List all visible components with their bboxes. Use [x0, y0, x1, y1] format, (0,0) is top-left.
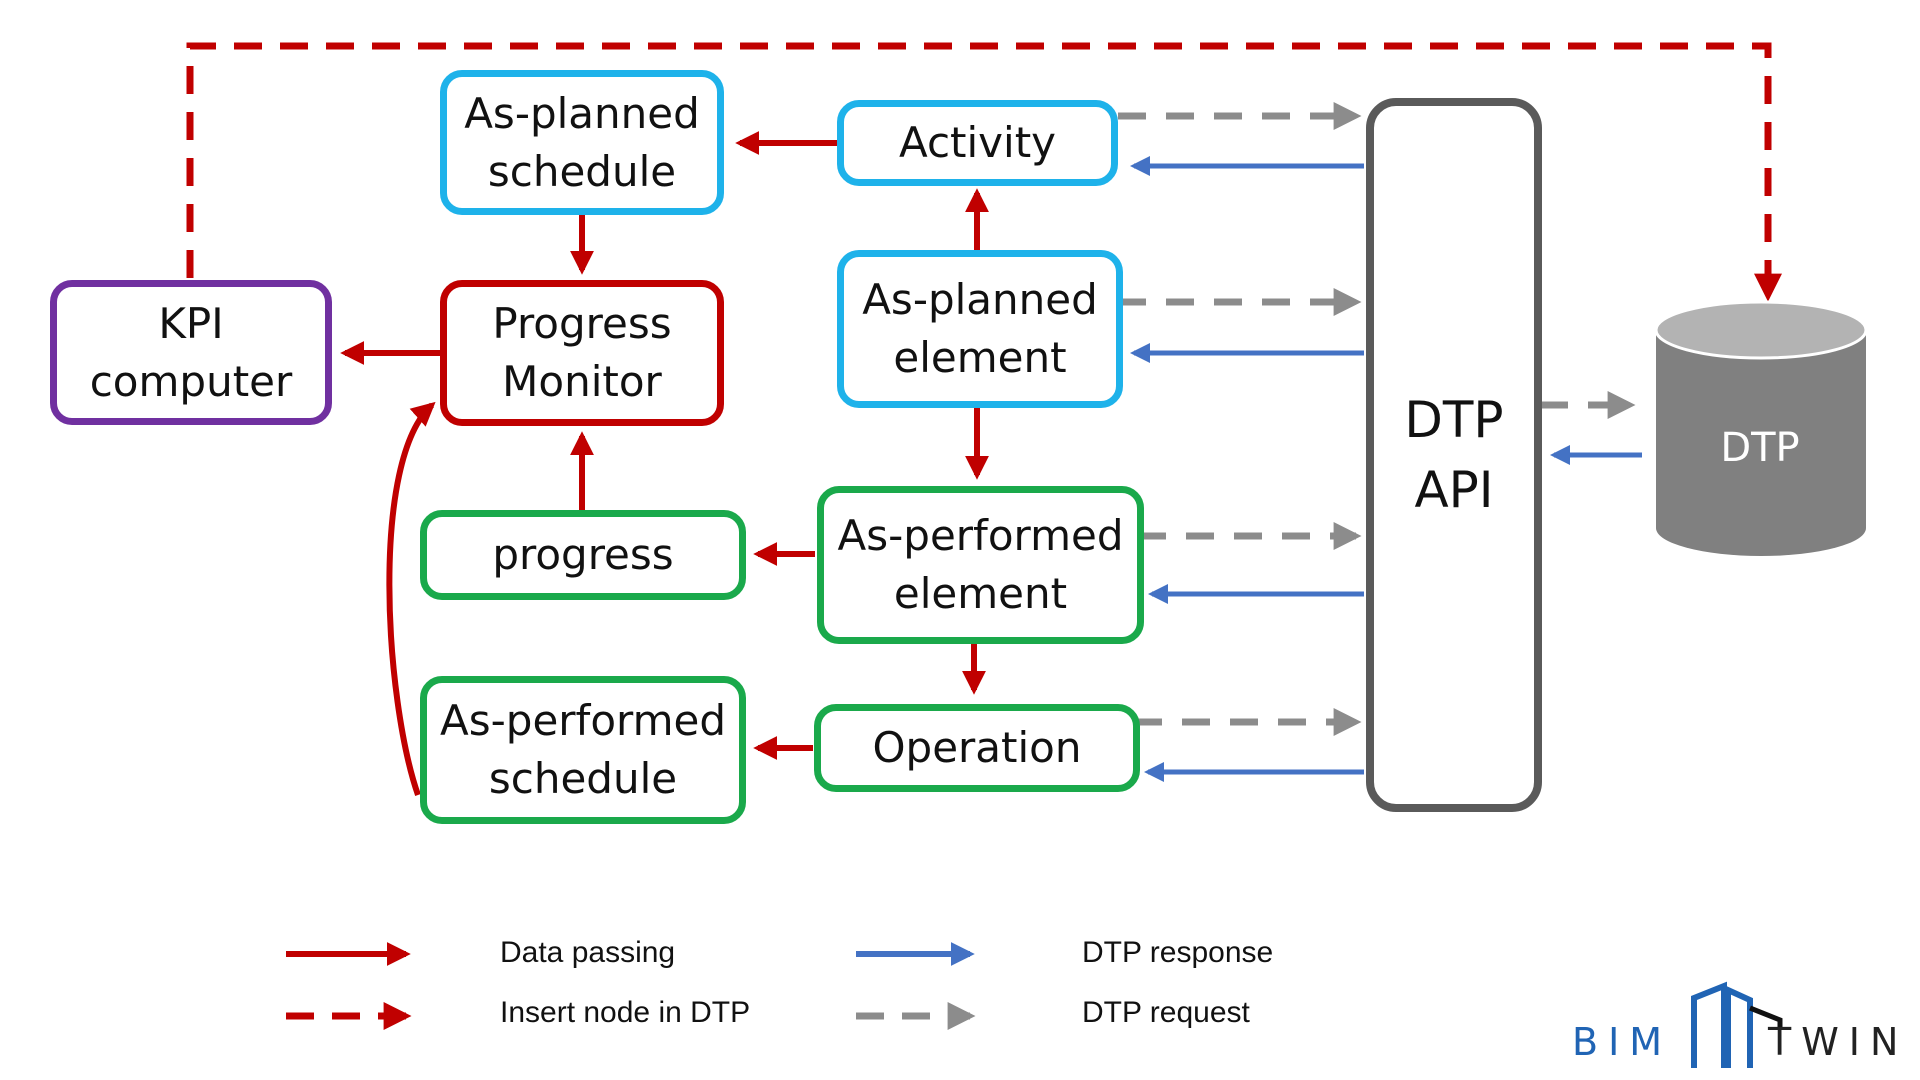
- node-label-line: KPI: [158, 298, 224, 348]
- node-label: Operation: [872, 719, 1081, 777]
- node-label-line: Monitor: [502, 357, 662, 406]
- building-icon: [1691, 981, 1783, 1068]
- node-label: KPI computer: [90, 295, 293, 411]
- logo-text-left: BIM: [1572, 1020, 1673, 1064]
- node-label: As-performed element: [838, 507, 1124, 623]
- edge-performed-schedule-to-monitor: [386, 401, 436, 796]
- legend-insert-node-label: Insert node in DTP: [500, 996, 751, 1029]
- node-label-line: Activity: [898, 118, 1057, 167]
- node-label-line: As-planned: [464, 88, 700, 138]
- node-label-line: schedule: [488, 754, 678, 803]
- node-label-line: As-planned: [862, 275, 1098, 324]
- legend-data-passing-label: Data passing: [500, 936, 676, 969]
- node-label-line: computer: [89, 356, 293, 406]
- node-label-line: progress: [492, 530, 674, 579]
- node-label-line: DTP: [1404, 391, 1504, 449]
- node-kpi-computer: KPI computer: [50, 280, 332, 425]
- logo-text-right: TWIN: [1768, 1020, 1909, 1064]
- node-as-performed-element: As-performed element: [817, 486, 1144, 644]
- node-label-line: API: [1414, 461, 1494, 519]
- legend-dtp-request-label: DTP request: [1082, 996, 1250, 1029]
- node-label: As-planned element: [862, 271, 1098, 387]
- node-as-performed-schedule: As-performed schedule: [420, 676, 746, 824]
- node-label-line: As-performed: [837, 511, 1124, 560]
- node-label-line: As-performed: [440, 696, 726, 745]
- node-label-line: schedule: [487, 146, 677, 196]
- dtp-store-cylinder: [1654, 300, 1868, 556]
- node-label-line: Progress: [492, 299, 672, 348]
- dtp-request-edges: [1118, 102, 1636, 736]
- node-label: As-planned schedule: [464, 85, 700, 201]
- node-label: progress: [492, 526, 673, 584]
- node-activity: Activity: [837, 100, 1118, 186]
- bimtwin-logo: BIM TWIN: [1572, 980, 1908, 1072]
- node-label: Activity: [899, 114, 1056, 172]
- node-dtp-api: DTP API: [1366, 98, 1542, 812]
- node-label-line: Operation: [872, 723, 1082, 772]
- node-label: As-performed schedule: [440, 692, 726, 808]
- node-label-line: element: [893, 569, 1068, 618]
- node-as-planned-schedule: As-planned schedule: [440, 70, 724, 215]
- dtp-response-edges: [1130, 156, 1642, 782]
- node-label-line: element: [893, 333, 1067, 382]
- node-as-planned-element: As-planned element: [837, 250, 1123, 408]
- node-label: DTP API: [1404, 385, 1503, 525]
- node-progress: progress: [420, 510, 746, 600]
- node-operation: Operation: [814, 704, 1140, 792]
- legend-dtp-response-label: DTP response: [1082, 936, 1274, 969]
- insert-node-edge: [186, 42, 1782, 302]
- dtp-store-label: DTP: [1720, 425, 1800, 471]
